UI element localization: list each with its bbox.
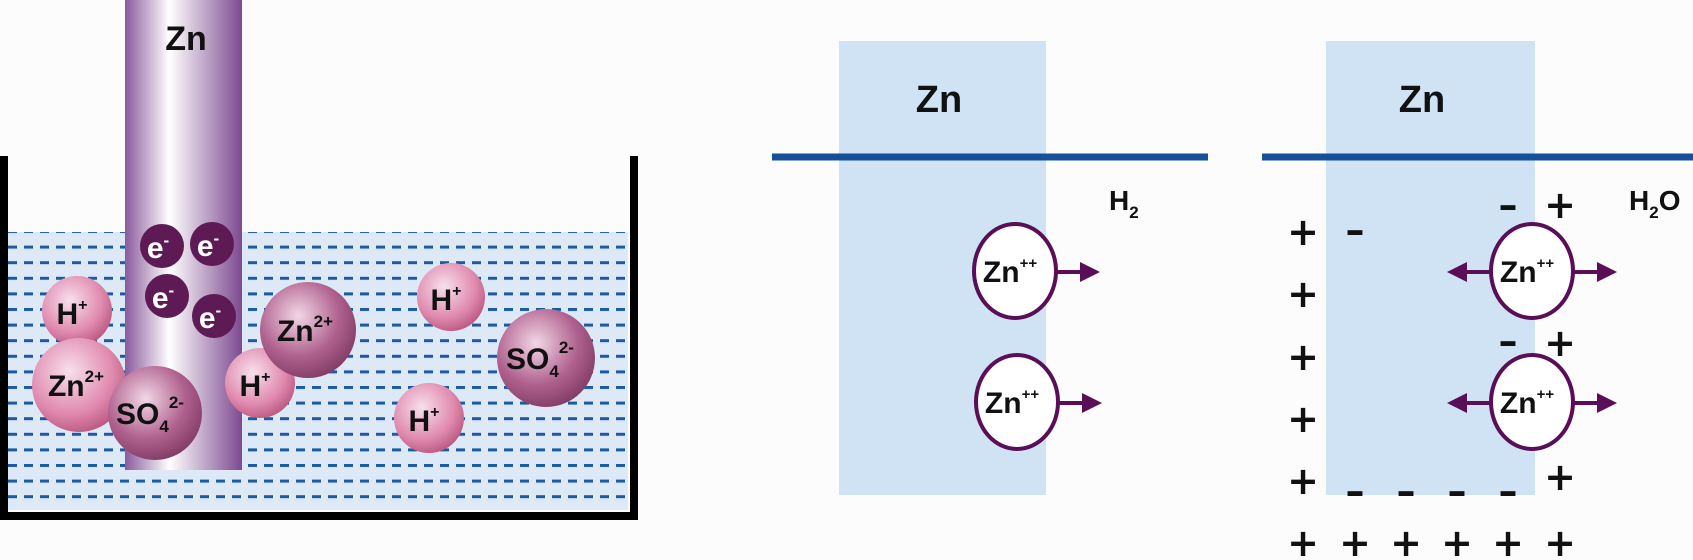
negative-charge: – [1499,319,1518,363]
svg-text:H+: H+ [239,369,270,403]
zinc-ion: Zn++ [1447,222,1617,320]
positive-charge: + [1492,521,1524,560]
beaker-walls [0,156,638,520]
positive-charge: + [1287,210,1319,254]
svg-text:e-: e- [199,301,221,335]
svg-text:Zn++: Zn++ [1500,386,1554,420]
electron: e- [192,294,236,338]
positive-charge: + [1390,521,1422,560]
sulfate-ion: SO42- [497,309,595,407]
positive-charge: + [1287,521,1319,560]
medium-label: H2 [1109,185,1139,222]
electron: e- [145,274,189,318]
svg-text:H+: H+ [430,283,461,317]
hydrogen-ion: H+ [417,263,485,331]
hydrogen-ion: H+ [42,276,112,346]
negative-charge: – [1499,469,1518,513]
medium-label: H2O [1629,185,1680,222]
svg-text:Zn++: Zn++ [985,386,1039,420]
svg-text:H+: H+ [56,297,87,331]
svg-text:SO42-: SO42- [506,338,574,381]
svg-text:e-: e- [147,231,169,265]
sulfate-ion: SO42- [108,366,202,460]
positive-charge: + [1339,521,1371,560]
zinc-ion: Zn2+ [32,338,126,432]
beaker-panel: Zn e- e- e- e- H+ Zn2+ SO42- [0,0,638,520]
hydrogen-ion: H+ [394,383,464,453]
negative-charge: – [1448,469,1467,513]
electrode-label: Zn [165,20,207,58]
metal-label: Zn [916,79,962,121]
negative-charge: – [1346,469,1365,513]
positive-charge: + [1544,521,1576,560]
svg-text:e-: e- [197,229,219,263]
positive-charge: + [1287,397,1319,441]
negative-charge: – [1499,183,1518,227]
electron: e- [140,224,184,268]
positive-charge: + [1287,335,1319,379]
zinc-ion: Zn++ [972,222,1100,320]
double-layer-panel: Zn H2O Zn++ Zn++ + + + + + + + + + + + +… [1262,41,1693,560]
svg-text:Zn2+: Zn2+ [48,367,104,403]
positive-charge: + [1287,459,1319,503]
positive-charge: + [1544,455,1576,499]
negative-charge: – [1397,469,1416,513]
zinc-ion: Zn++ [974,353,1102,451]
electron: e- [190,222,234,266]
positive-charge: + [1441,521,1473,560]
svg-text:Zn++: Zn++ [983,255,1037,289]
metal-label: Zn [1399,79,1445,121]
svg-text:Zn2+: Zn2+ [277,312,333,348]
dissolution-panel: Zn H2 Zn++ Zn++ [772,41,1208,495]
svg-text:SO42-: SO42- [116,393,184,436]
svg-text:H+: H+ [408,404,439,438]
negative-charge: – [1346,208,1365,252]
positive-charge: + [1287,272,1319,316]
positive-charge: + [1544,321,1576,365]
svg-text:Zn++: Zn++ [1500,255,1554,289]
zinc-ion: Zn++ [1447,353,1617,451]
svg-text:e-: e- [152,281,174,315]
zinc-ion: Zn2+ [260,282,356,378]
positive-charge: + [1544,183,1576,227]
